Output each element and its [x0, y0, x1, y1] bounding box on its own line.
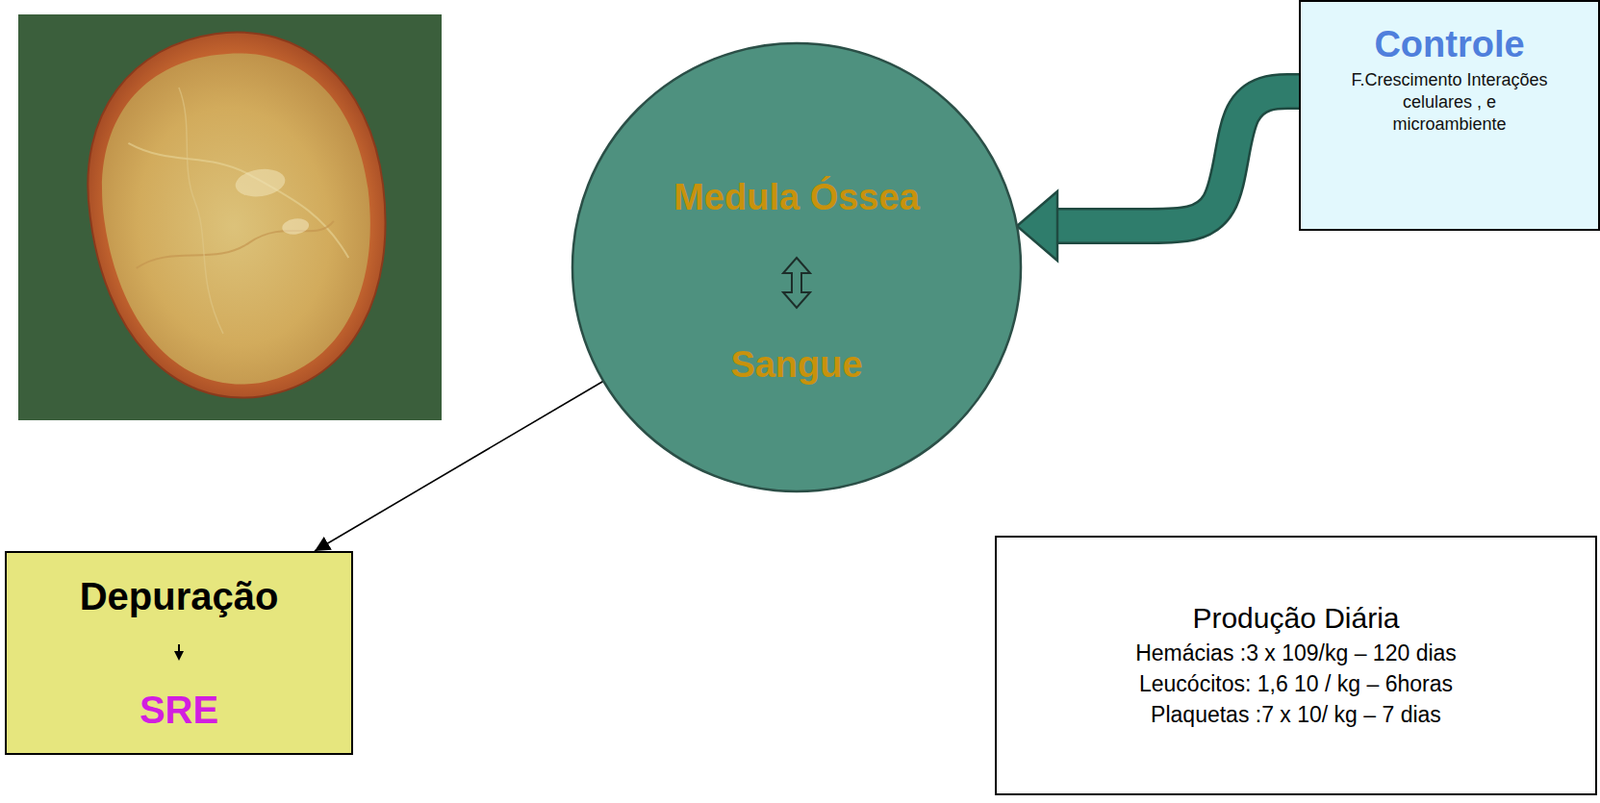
down-arrow-symbol: [174, 651, 184, 661]
down-arrow-symbol: [177, 644, 180, 653]
node-text: SRE: [139, 686, 219, 734]
connector: [1016, 91, 1299, 261]
skull-highlight: [280, 217, 310, 237]
node-heading: Controle: [1373, 23, 1524, 66]
node-text: F.Crescimento Interações celulares , e m…: [1350, 69, 1549, 136]
double-arrow-symbol: [783, 257, 811, 308]
node-text: Leucócitos: 1,6 10 / kg – 6horas: [1139, 668, 1453, 700]
skull-texture: [127, 115, 349, 287]
skull-cap-photo: [67, 13, 410, 417]
photo-background: [18, 14, 442, 421]
node-text: Sangue: [730, 342, 863, 387]
node-text: Hemácias :3 x 109/kg – 120 dias: [1135, 637, 1457, 669]
daily-production-box: Produção DiáriaHemácias :3 x 109/kg – 12…: [994, 535, 1598, 796]
skull-texture: [176, 86, 224, 336]
curved-arrow-outline: [1057, 91, 1299, 227]
control-box: ControleF.Crescimento Interações celular…: [1298, 0, 1600, 231]
circle-outline: [570, 41, 1023, 494]
node-text: Plaquetas :7 x 10/ kg – 7 dias: [1150, 699, 1442, 731]
node-heading: Depuração: [79, 573, 280, 620]
skull-highlight: [233, 166, 287, 201]
skull-rim: [67, 13, 410, 417]
node-heading: Produção Diária: [1192, 601, 1399, 636]
skull-inner-surface: [83, 36, 393, 402]
circle-shape: [572, 43, 1021, 492]
curved-arrow-body: [1057, 91, 1299, 227]
connector: [314, 380, 604, 552]
bone-marrow-circle: Medula ÓsseaSangue: [570, 41, 1023, 494]
clearance-box: DepuraçãoSRE: [4, 551, 354, 756]
node-heading: Medula Óssea: [673, 175, 920, 220]
curved-arrow-head: [1016, 191, 1058, 261]
arrow-line: [314, 380, 604, 552]
